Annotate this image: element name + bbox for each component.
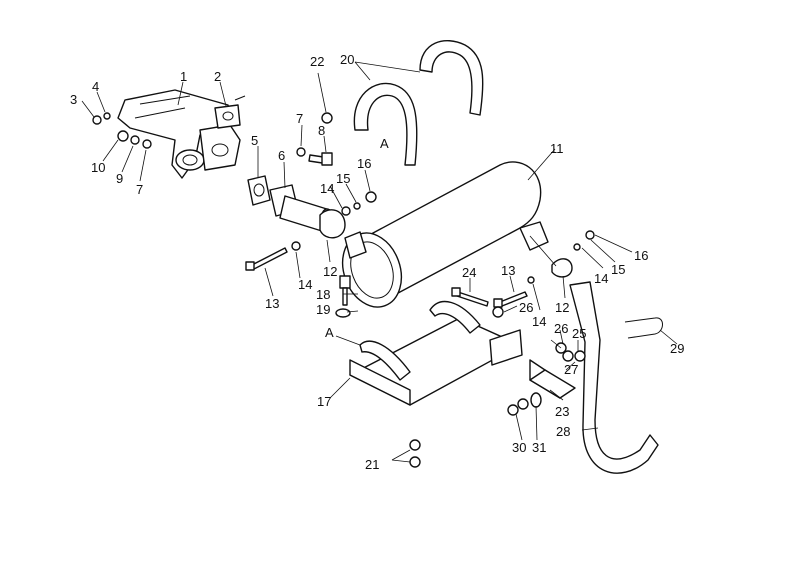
callout-label: 15: [336, 171, 350, 186]
manifold-gasket: [214, 95, 246, 129]
muffler: [341, 161, 549, 308]
u-bolt: [624, 317, 663, 339]
callout-label: 26: [519, 300, 533, 315]
callout-label: 29: [670, 341, 684, 356]
callout-label: 1: [180, 69, 187, 84]
callout-label: 26: [554, 321, 568, 336]
callout-label: 11: [550, 141, 564, 156]
bolt-24: [451, 287, 489, 307]
callout-label: 2: [214, 69, 221, 84]
callout-labels: 1 2 3 4 5 6 7 7 8 9 10 11 12 12 13 13 14…: [70, 52, 684, 472]
callout-label: 18: [316, 287, 330, 302]
callout-label: 30: [512, 440, 526, 455]
callout-label: A: [380, 136, 389, 151]
callout-label: 16: [357, 156, 371, 171]
tail-pipe: [569, 281, 659, 474]
callout-label: 15: [611, 262, 625, 277]
callout-label: 14: [320, 181, 334, 196]
exhaust-manifold: [117, 89, 241, 179]
callout-label: 12: [555, 300, 569, 315]
leader-lines: [81, 61, 678, 463]
callout-label: 20: [340, 52, 354, 67]
callout-label: 3: [70, 92, 77, 107]
callout-label: 23: [555, 404, 569, 419]
callout-label: 31: [532, 440, 546, 455]
callout-label: 25: [572, 326, 586, 341]
callout-label: 22: [310, 54, 324, 69]
callout-label: 24: [462, 265, 476, 280]
callout-label: 7: [136, 182, 143, 197]
muffler-support-bracket: [349, 300, 523, 406]
flange-gasket: [247, 175, 271, 206]
pipe-clamp-left: [319, 209, 346, 239]
hardware-nuts-washers: [291, 112, 595, 468]
callout-label: 14: [298, 277, 312, 292]
callout-label: 12: [323, 264, 337, 279]
callout-label: 7: [296, 111, 303, 126]
muffler-band-strap: [353, 40, 484, 166]
callout-label: 17: [317, 394, 331, 409]
callout-label: 10: [91, 160, 105, 175]
pipe-clamp-right: [551, 258, 573, 278]
callout-label: A: [325, 325, 334, 340]
callout-label: 9: [116, 171, 123, 186]
callout-label: 19: [316, 302, 330, 317]
callout-label: 27: [564, 362, 578, 377]
callout-label: 14: [532, 314, 546, 329]
callout-label: 6: [278, 148, 285, 163]
callout-label: 4: [92, 79, 99, 94]
bolt-13-left: [245, 247, 288, 271]
callout-label: 28: [556, 424, 570, 439]
callout-label: 8: [318, 123, 325, 138]
bolt-18: [339, 275, 351, 306]
manifold-fasteners: [92, 112, 152, 149]
callout-label: 5: [251, 133, 258, 148]
callout-label: 13: [501, 263, 515, 278]
callout-label: 16: [634, 248, 648, 263]
callout-label: 21: [365, 457, 379, 472]
callout-label: 14: [594, 271, 608, 286]
callout-label: 13: [265, 296, 279, 311]
bolt-8: [308, 152, 333, 166]
